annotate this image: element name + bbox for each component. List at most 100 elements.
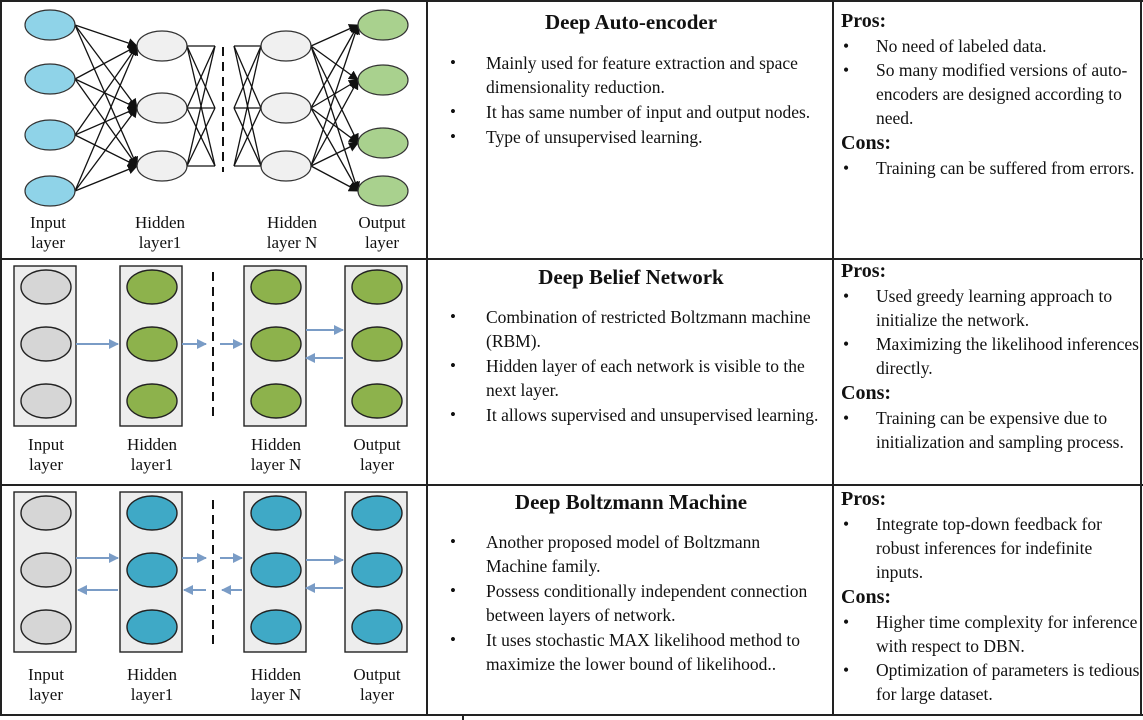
dbm-layer-boxes	[13, 491, 408, 653]
connection-edge	[310, 142, 359, 167]
list-item: Hidden layer of each network is visible …	[450, 354, 820, 402]
row-title: Deep Auto-encoder	[544, 10, 718, 34]
cut-off-divider	[462, 714, 464, 720]
connection-edge	[310, 24, 360, 167]
list-item: Mainly used for feature extraction and s…	[450, 51, 820, 99]
list-item: Combination of restricted Boltzmann mach…	[450, 305, 820, 353]
connection-edge	[310, 79, 359, 167]
label-hiddenN-2: layer N	[251, 455, 302, 474]
hidden-node	[260, 92, 312, 124]
label-hiddenN-1: Hidden	[251, 665, 302, 684]
label-hiddenN-1: Hidden	[267, 213, 318, 232]
connection-edge	[310, 165, 359, 192]
label-input-1: Input	[28, 665, 64, 684]
connection-edge	[74, 107, 138, 192]
layer-node	[126, 326, 178, 362]
table-border-bottom	[0, 714, 1143, 716]
label-output-1: Output	[353, 435, 401, 454]
connection-edge	[310, 24, 359, 47]
dbn-diagram: Input layer Hidden layer1 Hidden layer N…	[13, 265, 408, 474]
row-title: Deep Boltzmann Machine	[514, 490, 748, 514]
table-border-left	[0, 0, 2, 716]
list-item: Maximizing the likelihood inferences dir…	[841, 332, 1141, 380]
connection-edge	[74, 164, 138, 192]
list-item: Training can be suffered from errors.	[841, 156, 1141, 180]
label-input-2: layer	[31, 233, 65, 252]
list-item: Another proposed model of Boltzmann Mach…	[450, 530, 820, 578]
cons-heading: Cons:	[841, 132, 892, 154]
row-divider-1	[0, 258, 1143, 260]
output-node	[357, 9, 409, 41]
label-output-1: Output	[353, 665, 401, 684]
list-item: It uses stochastic MAX likelihood method…	[450, 628, 820, 676]
dbm-diagram: Input layer Hidden layer1 Hidden layer N…	[13, 491, 408, 704]
layer-node	[20, 552, 72, 588]
list-item: Used greedy learning approach to initial…	[841, 284, 1141, 332]
list-item: No need of labeled data.	[841, 34, 1141, 58]
layer-node	[351, 609, 403, 645]
hidden-node	[260, 30, 312, 62]
label-hidden1-1: Hidden	[127, 435, 178, 454]
column-divider-2	[832, 0, 834, 716]
output-node	[357, 64, 409, 96]
connection-edge	[74, 24, 138, 167]
label-input-1: Input	[28, 435, 64, 454]
pros-heading: Pros:	[841, 10, 887, 32]
layer-node	[20, 326, 72, 362]
table-border-top	[0, 0, 1143, 2]
layer-node	[351, 269, 403, 305]
layer-node	[126, 609, 178, 645]
layer-node	[250, 326, 302, 362]
pros-cons-block: Pros: Integrate top-down feedback for ro…	[841, 486, 1141, 706]
connection-edge	[233, 107, 262, 167]
connection-edge	[310, 107, 359, 192]
hidden-node	[136, 92, 188, 124]
pros-cons-block: Pros: No need of labeled data. So many m…	[841, 8, 1141, 180]
label-output-2: layer	[360, 685, 394, 704]
layer-node	[351, 326, 403, 362]
output-node	[357, 127, 409, 159]
layer-node	[250, 552, 302, 588]
connection-edge	[74, 45, 138, 136]
connection-edge	[74, 107, 138, 136]
layer-node	[351, 552, 403, 588]
label-hidden1-1: Hidden	[127, 665, 178, 684]
connection-edge	[233, 45, 262, 167]
connection-edge	[310, 24, 359, 109]
table-border-right	[1140, 0, 1142, 716]
list-item: Possess conditionally independent connec…	[450, 579, 820, 627]
layer-node	[250, 383, 302, 419]
list-item: Higher time complexity for inference wit…	[841, 610, 1141, 658]
connection-edge	[74, 45, 138, 80]
dbn-layer-boxes	[13, 265, 408, 427]
layer-node	[250, 495, 302, 531]
layer-node	[20, 269, 72, 305]
connection-edge	[74, 24, 138, 109]
layer-node	[126, 495, 178, 531]
label-input-1: Input	[30, 213, 66, 232]
pros-heading: Pros:	[841, 260, 887, 282]
hidden-node	[260, 150, 312, 182]
connection-edge	[186, 45, 216, 167]
list-item: It allows supervised and unsupervised le…	[450, 403, 820, 427]
layer-node	[351, 495, 403, 531]
list-item: So many modified versions of auto-encode…	[841, 58, 1141, 130]
pros-heading: Pros:	[841, 488, 887, 510]
connection-edge	[186, 107, 216, 167]
cons-heading: Cons:	[841, 382, 892, 404]
layer-node	[126, 383, 178, 419]
layer-node	[126, 269, 178, 305]
description-list: Mainly used for feature extraction and s…	[450, 51, 820, 150]
row-title: Deep Belief Network	[538, 265, 724, 289]
label-hidden1-1: Hidden	[135, 213, 186, 232]
connection-edge	[310, 107, 359, 144]
cons-heading: Cons:	[841, 586, 892, 608]
autoencoder-diagram: Input layer Hidden layer1 Hidden layer N…	[24, 9, 409, 252]
layer-node	[20, 495, 72, 531]
input-node	[24, 119, 76, 151]
row-divider-2	[0, 484, 1143, 486]
label-output-2: layer	[365, 233, 399, 252]
input-node	[24, 175, 76, 207]
input-node	[24, 63, 76, 95]
